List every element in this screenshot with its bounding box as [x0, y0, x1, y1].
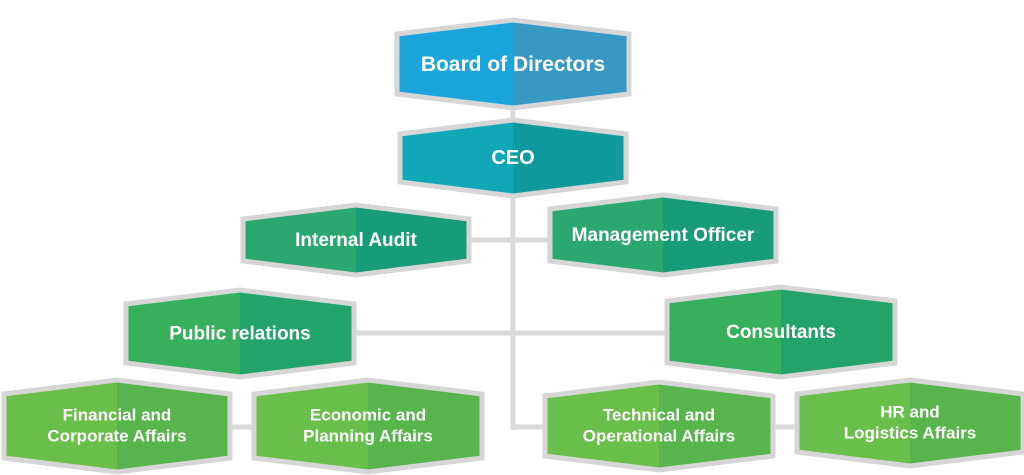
node-label-line: Corporate Affairs	[47, 427, 186, 446]
node-shape	[251, 377, 485, 475]
node-shape	[1, 377, 233, 475]
node-shape	[240, 202, 472, 278]
node-label: Consultants	[726, 322, 836, 343]
node-label-line: Economic and	[310, 406, 426, 425]
node-shape	[794, 377, 1024, 469]
node-internal-audit: Internal Audit	[240, 202, 472, 278]
node-public-relations: Public relations	[123, 287, 357, 380]
node-label-line: CEO	[491, 147, 534, 169]
node-label-line: Technical and	[603, 406, 715, 425]
node-shape	[664, 284, 898, 380]
node-ceo: CEO	[397, 117, 629, 199]
node-shape	[547, 192, 779, 278]
node-label: Internal Audit	[295, 230, 417, 251]
node-shape	[542, 379, 776, 473]
node-label-line: Operational Affairs	[583, 427, 735, 446]
node-label-line: Management Officer	[572, 225, 755, 246]
node-label-line: Planning Affairs	[303, 427, 433, 446]
node-shape	[123, 287, 357, 380]
node-shape	[394, 17, 632, 111]
node-label-line: Logistics Affairs	[844, 424, 977, 443]
node-label-line: HR and	[880, 403, 940, 422]
node-shape	[397, 117, 629, 199]
node-board: Board of Directors	[394, 17, 632, 111]
node-label: Management Officer	[572, 225, 755, 246]
node-label: CEO	[491, 147, 534, 169]
node-label-line: Board of Directors	[421, 53, 605, 76]
node-label-line: Public relations	[169, 324, 310, 345]
node-consultants: Consultants	[664, 284, 898, 380]
node-management-officer: Management Officer	[547, 192, 779, 278]
node-label: Public relations	[169, 324, 310, 345]
node-label-line: Financial and	[63, 406, 172, 425]
node-label-line: Internal Audit	[295, 230, 417, 251]
node-label-line: Consultants	[726, 322, 836, 343]
node-label: Board of Directors	[421, 53, 605, 76]
